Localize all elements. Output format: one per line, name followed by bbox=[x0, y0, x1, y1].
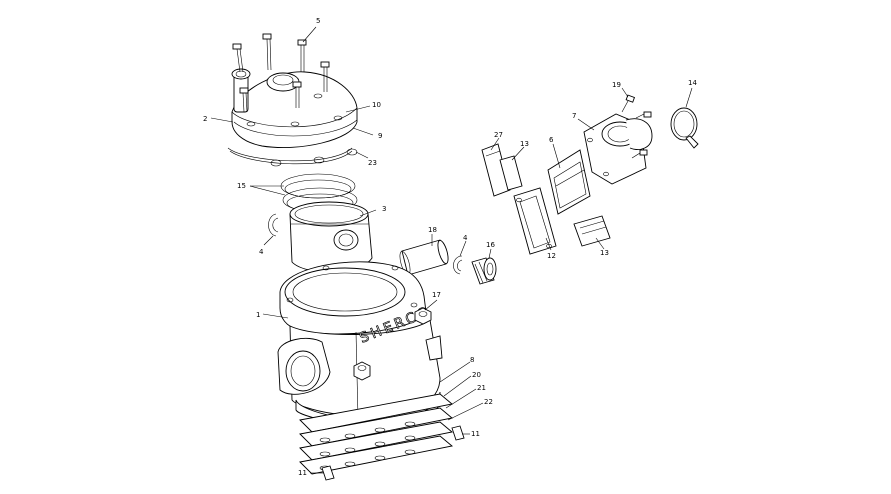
callout-5: 5 bbox=[316, 17, 320, 25]
dowel-pin-right[interactable] bbox=[451, 425, 465, 441]
callout-20: 20 bbox=[472, 371, 481, 379]
callout-3: 3 bbox=[382, 205, 386, 213]
manifold-bolt-lower[interactable] bbox=[631, 149, 648, 159]
callout-13-bottom: 13 bbox=[600, 249, 609, 257]
callout-4-left: 4 bbox=[259, 248, 264, 256]
callout-9: 9 bbox=[378, 132, 382, 140]
hose-clamp-14[interactable] bbox=[670, 107, 699, 149]
callout-17: 17 bbox=[432, 291, 441, 299]
callout-8: 8 bbox=[470, 356, 474, 364]
cylinder-head[interactable] bbox=[231, 68, 358, 149]
reed-stopper-13a[interactable] bbox=[499, 155, 523, 191]
callout-21: 21 bbox=[477, 384, 486, 392]
leader-lines bbox=[210, 26, 693, 474]
callout-12: 12 bbox=[547, 252, 556, 260]
piston[interactable] bbox=[289, 201, 373, 273]
circlip-left[interactable] bbox=[268, 213, 279, 237]
callout-11-bottom: 11 bbox=[298, 469, 307, 477]
callout-6: 6 bbox=[549, 136, 554, 144]
callout-16: 16 bbox=[486, 241, 495, 249]
reed-plate-13b[interactable] bbox=[573, 215, 611, 247]
callout-22: 22 bbox=[484, 398, 493, 406]
callout-10: 10 bbox=[372, 101, 381, 109]
head-bolts[interactable] bbox=[232, 33, 330, 113]
head-o-ring[interactable] bbox=[227, 147, 353, 162]
intake-gasket-12[interactable] bbox=[513, 187, 557, 255]
wrist-pin[interactable] bbox=[398, 239, 450, 276]
callout-2: 2 bbox=[203, 115, 207, 123]
callout-18: 18 bbox=[428, 226, 437, 234]
callout-7: 7 bbox=[572, 112, 576, 120]
callout-labels: 5 2 10 9 23 15 3 4 18 4 16 17 1 8 20 21 … bbox=[203, 17, 697, 477]
callout-4-right: 4 bbox=[463, 234, 468, 242]
callout-11-right: 11 bbox=[471, 430, 480, 438]
dowel-pin-bottom[interactable] bbox=[321, 465, 335, 481]
reed-petal-27[interactable] bbox=[481, 143, 511, 197]
callout-19: 19 bbox=[612, 81, 621, 89]
callout-15: 15 bbox=[237, 182, 246, 190]
washer-center[interactable] bbox=[313, 156, 325, 164]
needle-bearing[interactable] bbox=[471, 257, 497, 285]
washer-left[interactable] bbox=[270, 159, 282, 167]
callout-14: 14 bbox=[688, 79, 697, 87]
washer-right[interactable] bbox=[346, 148, 358, 156]
stud-nut[interactable] bbox=[353, 361, 371, 381]
callout-23: 23 bbox=[368, 159, 377, 167]
callout-13-top: 13 bbox=[520, 140, 529, 148]
callout-1: 1 bbox=[256, 311, 260, 319]
circlip-right[interactable] bbox=[453, 255, 463, 275]
intake-manifold-7[interactable] bbox=[583, 113, 653, 185]
callout-27: 27 bbox=[494, 131, 503, 139]
manifold-bolt-19[interactable] bbox=[621, 94, 636, 113]
manifold-bolt-right[interactable] bbox=[635, 111, 652, 119]
exhaust-nut[interactable] bbox=[414, 307, 432, 325]
reed-block-6[interactable] bbox=[547, 149, 591, 215]
